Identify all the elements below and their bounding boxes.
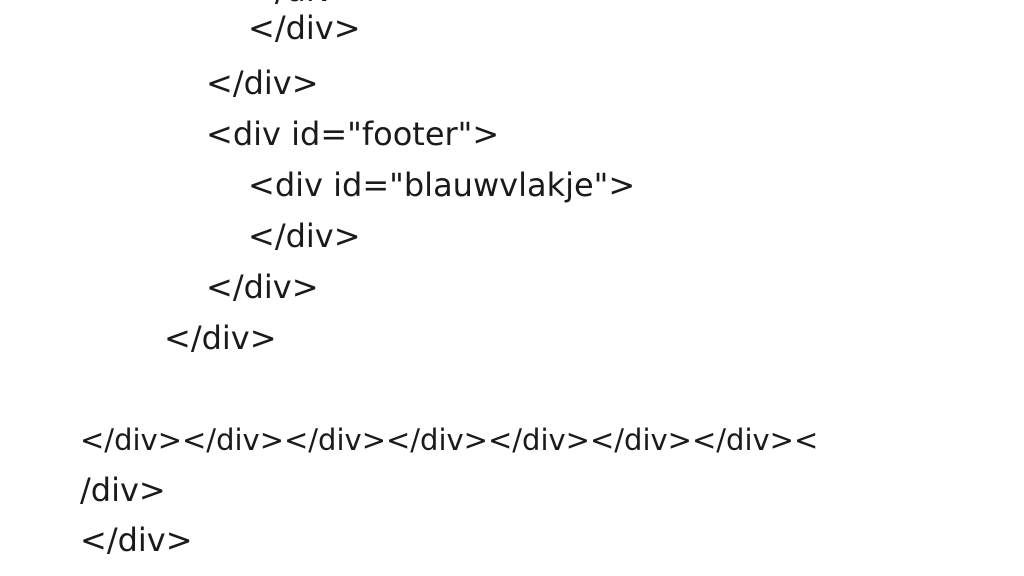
code-line-4: <div id="blauwvlakje">: [248, 166, 636, 204]
code-line-1: </div>: [248, 9, 361, 47]
code-line-8: </div></div></div></div></div></div></di…: [80, 423, 819, 457]
code-line-2: </div>: [206, 64, 319, 102]
code-line-6: </div>: [206, 268, 319, 306]
clipped-code-line: </div>: [248, 0, 361, 10]
code-line-5: </div>: [248, 217, 361, 255]
code-line-10: </div>: [80, 521, 193, 559]
code-line-7: </div>: [164, 319, 277, 357]
code-line-3: <div id="footer">: [206, 115, 500, 153]
code-line-9: /div>: [80, 471, 166, 509]
